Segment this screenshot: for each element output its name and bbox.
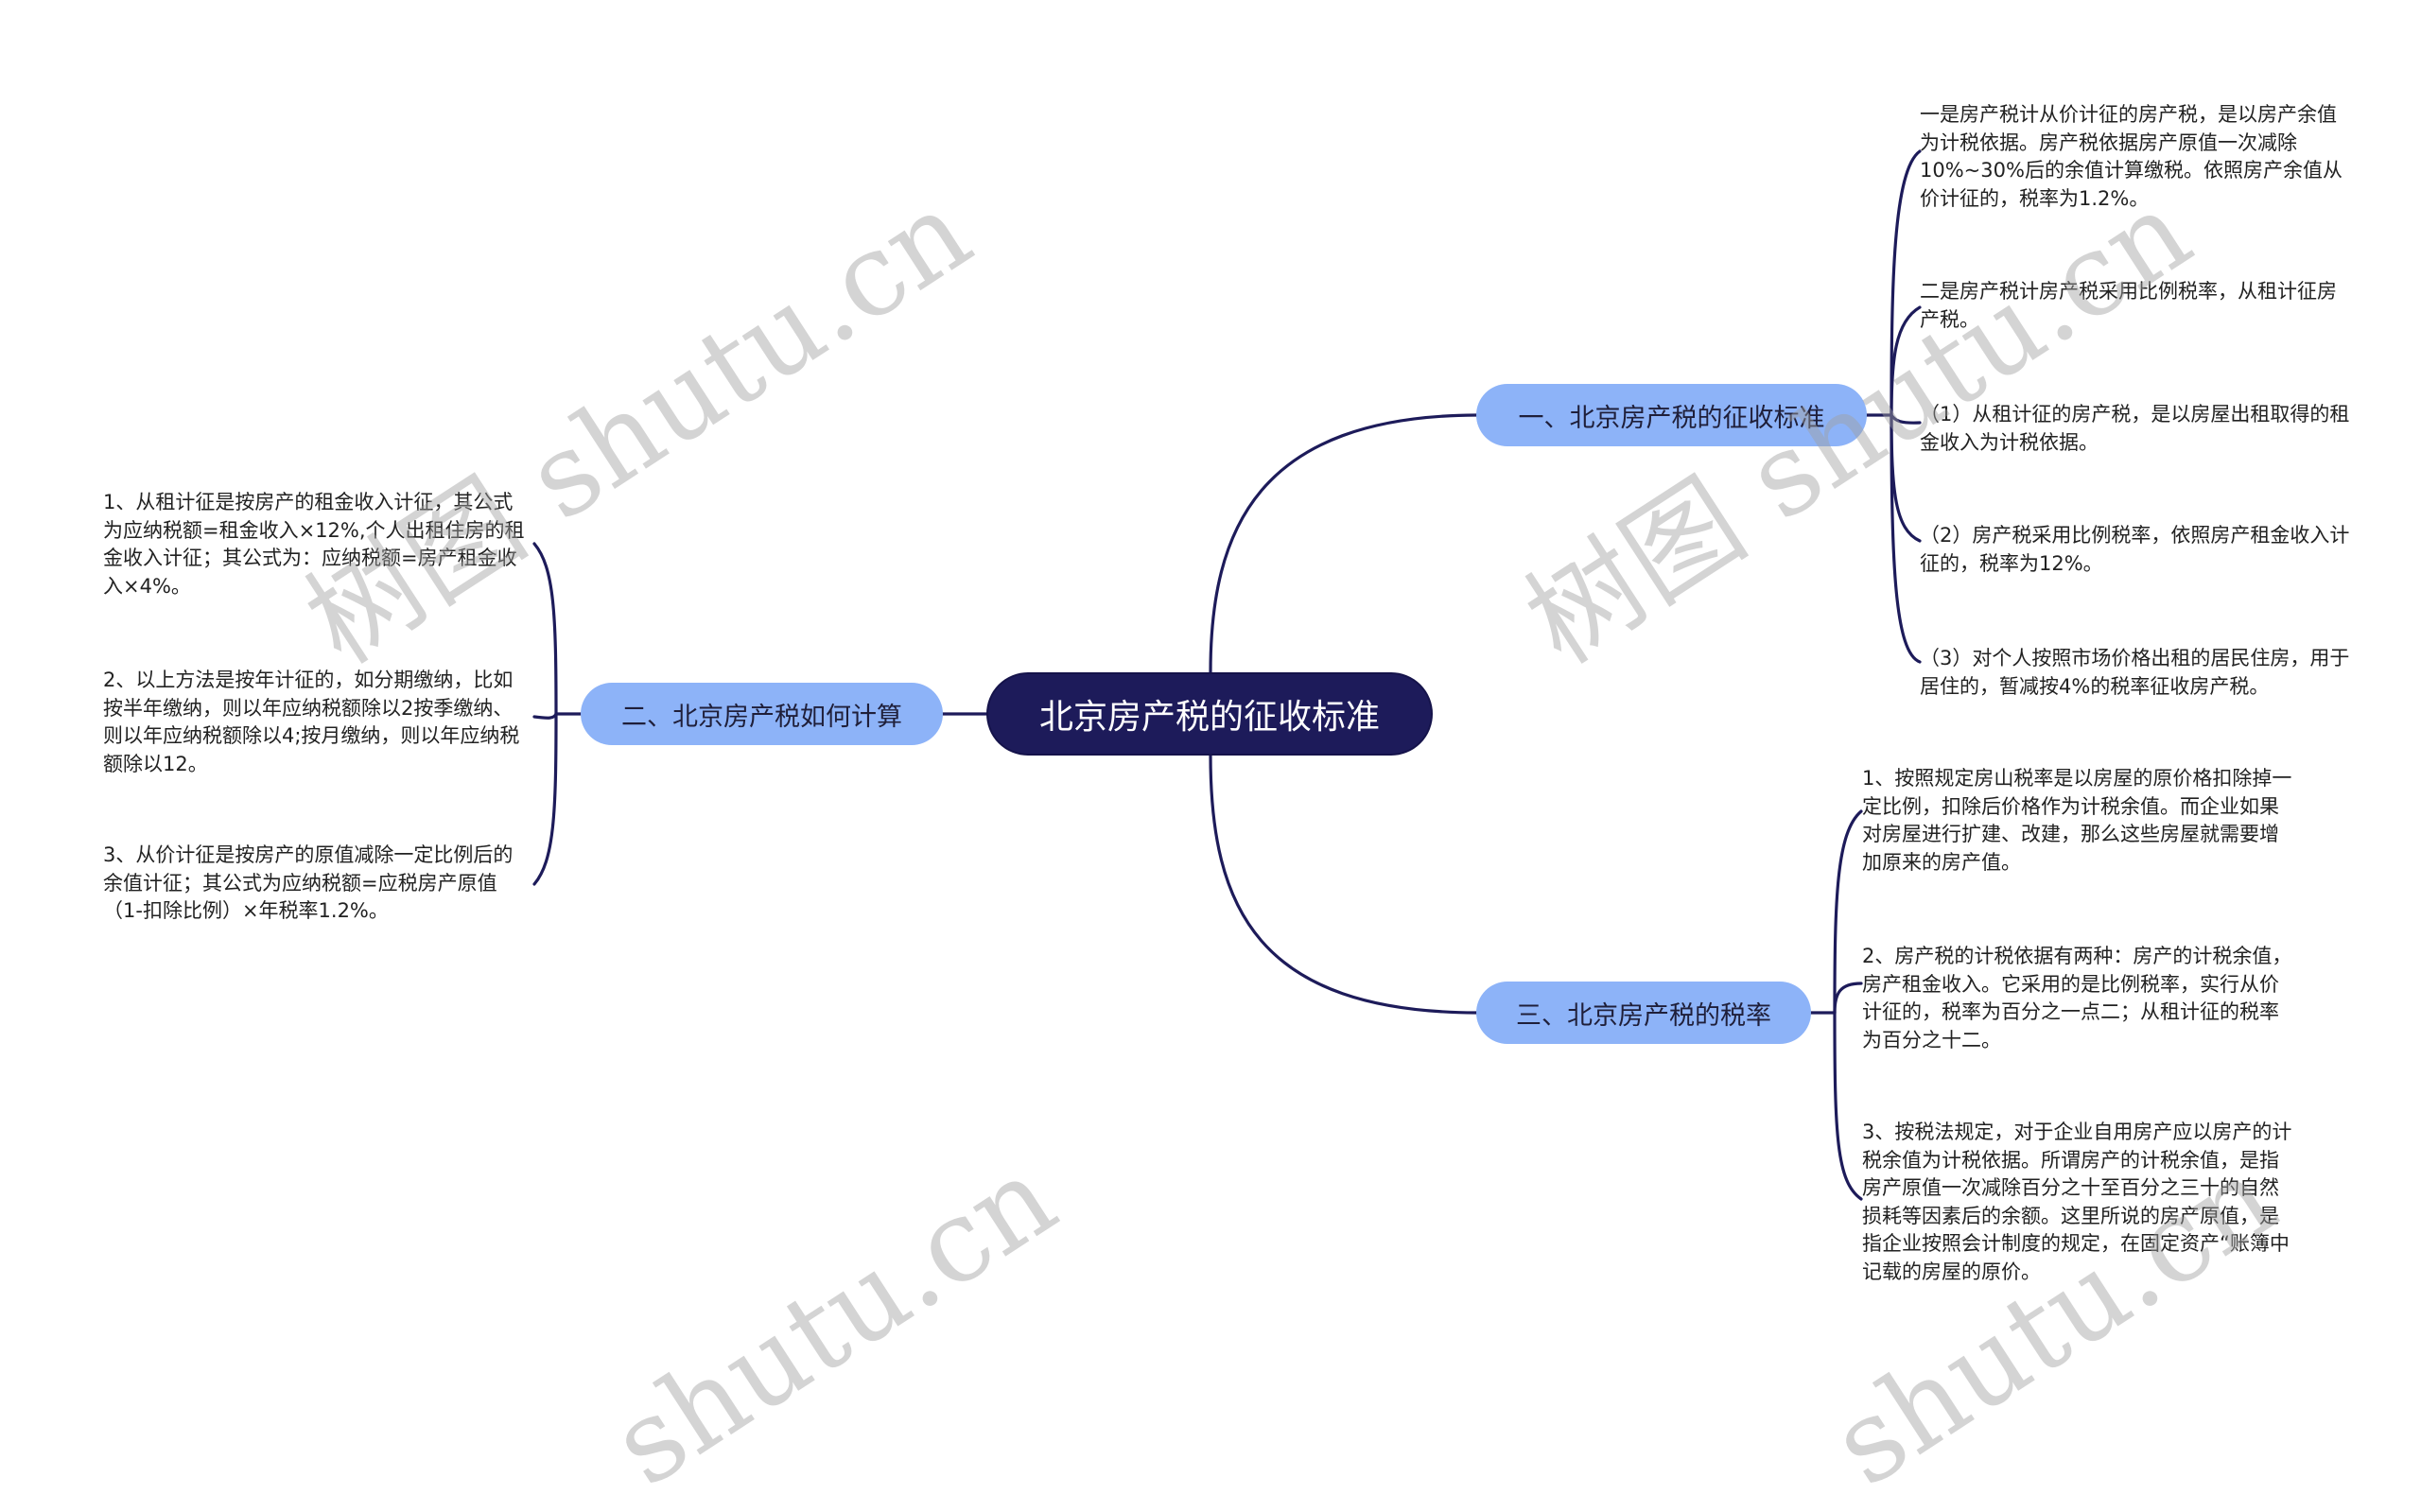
leaf-node[interactable]: 2、房产税的计税依据有两种：房产的计税余值，房产租金收入。它采用的是比例税率，实… [1862,943,2297,1054]
leaf-node[interactable]: （1）从租计征的房产税，是以房屋出租取得的租金收入为计税依据。 [1920,401,2351,457]
branch-label: 二、北京房产税如何计算 [621,702,902,732]
leaf-node[interactable]: 3、从价计征是按房产的原值减除一定比例后的余值计征；其公式为应纳税额=应税房产原… [103,842,529,926]
leaf-text: 2、房产税的计税依据有两种：房产的计税余值，房产租金收入。它采用的是比例税率，实… [1862,945,2292,1051]
branch-node-how-to-calculate[interactable]: 二、北京房产税如何计算 [581,683,943,745]
leaf-text: （3）对个人按照市场价格出租的居民住房，用于居住的，暂减按4%的税率征收房产税。 [1920,647,2350,698]
root-topic-node[interactable]: 北京房产税的征收标准 [986,672,1433,756]
leaf-node[interactable]: 3、按税法规定，对于企业自用房产应以房产的计税余值为计税依据。所谓房产的计税余值… [1862,1119,2297,1286]
root-topic-label: 北京房产税的征收标准 [1038,698,1380,737]
leaf-text: 一是房产税计从价计征的房产税，是以房产余值为计税依据。房产税依据房产原值一次减除… [1920,103,2343,210]
branch-label: 一、北京房产税的征收标准 [1518,403,1825,433]
leaf-text: （2）房产税采用比例税率，依照房产租金收入计征的，税率为12%。 [1920,524,2350,575]
leaf-text: 3、从价计征是按房产的原值减除一定比例后的余值计征；其公式为应纳税额=应税房产原… [103,843,514,922]
leaf-text: 二是房产税计房产税采用比例税率，从租计征房产税。 [1920,280,2337,331]
leaf-text: 1、按照规定房山税率是以房屋的原价格扣除掉一定比例，扣除后价格作为计税余值。而企… [1862,767,2292,874]
leaf-node[interactable]: （3）对个人按照市场价格出租的居民住房，用于居住的，暂减按4%的税率征收房产税。 [1920,645,2351,701]
branch-node-tax-rate[interactable]: 三、北京房产税的税率 [1476,982,1811,1044]
leaf-node[interactable]: （2）房产税采用比例税率，依照房产租金收入计征的，税率为12%。 [1920,522,2351,578]
leaf-node[interactable]: 1、从租计征是按房产的租金收入计征，其公式为应纳税额=租金收入×12%,个人出租… [103,489,529,600]
mindmap-canvas: 树图 shutu.cn 树图 shutu.cn shutu.cn shutu.c… [103,101,2351,1512]
leaf-text: （1）从租计征的房产税，是以房屋出租取得的租金收入为计税依据。 [1920,403,2350,454]
connector-lines [532,149,1922,1201]
leaf-text: 3、按税法规定，对于企业自用房产应以房产的计税余值为计税依据。所谓房产的计税余值… [1862,1121,2292,1283]
leaf-node[interactable]: 1、按照规定房山税率是以房屋的原价格扣除掉一定比例，扣除后价格作为计税余值。而企… [1862,765,2297,877]
leaf-node[interactable]: 2、以上方法是按年计征的，如分期缴纳，比如按半年缴纳，则以年应纳税额除以2按季缴… [103,667,529,778]
branch-label: 三、北京房产税的税率 [1516,1000,1771,1031]
leaf-node[interactable]: 一是房产税计从价计征的房产税，是以房产余值为计税依据。房产税依据房产原值一次减除… [1920,101,2351,213]
leaf-text: 2、以上方法是按年计征的，如分期缴纳，比如按半年缴纳，则以年应纳税额除以2按季缴… [103,669,520,775]
leaf-text: 1、从租计征是按房产的租金收入计征，其公式为应纳税额=租金收入×12%,个人出租… [103,491,525,598]
leaf-node[interactable]: 二是房产税计房产税采用比例税率，从租计征房产税。 [1920,278,2351,334]
branch-node-collection-standard[interactable]: 一、北京房产税的征收标准 [1476,384,1867,446]
